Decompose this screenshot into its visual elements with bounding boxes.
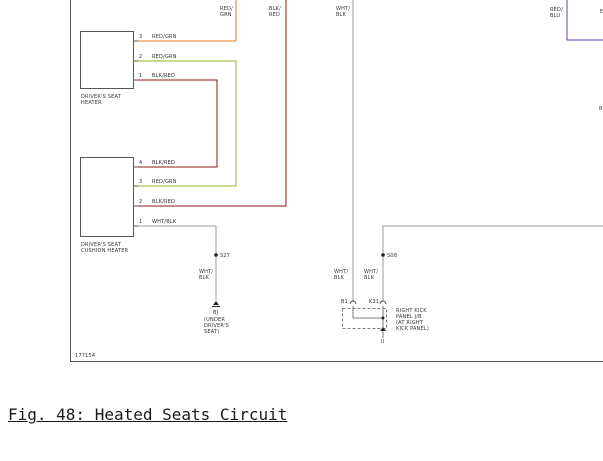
label-top-red-blu: RED/BLU xyxy=(550,7,563,19)
kick-panel-pin-left: B1 xyxy=(341,299,348,305)
ground-bj-id: BJ xyxy=(213,310,218,316)
kick-panel-pin-right: K31 xyxy=(369,299,379,305)
cushion-pin-3-num: 3 xyxy=(139,179,142,185)
wire-blk-red-top xyxy=(137,0,287,207)
splice-s27-label: S27 xyxy=(220,253,230,259)
wire-red-grn-loop xyxy=(137,60,237,187)
heater-pin-1-wire: BLK/RED xyxy=(152,73,175,79)
cushion-pin-1-wire: WHT/BLK xyxy=(152,219,177,225)
cushion-pin-2-num: 2 xyxy=(139,199,142,205)
wire-red-blu-top xyxy=(566,0,603,41)
label-edge-b: B xyxy=(599,106,603,112)
wire-wht-blk-right xyxy=(382,225,603,301)
cushion-pin-4-wire: BLK/RED xyxy=(152,160,175,166)
ground-bj-symbol xyxy=(212,301,220,307)
splice-s08-dot xyxy=(381,253,385,257)
label-top-wht-blk: WHT/BLK xyxy=(336,6,350,18)
driver-seat-heater-box xyxy=(80,31,134,89)
heater-pin-2-wire: RED/GRN xyxy=(152,54,177,60)
wiring-diagram: RED/GRN BLK/RED WHT/BLK RED/BLU E B 3 RE… xyxy=(70,0,603,362)
cushion-pin-1-num: 1 xyxy=(139,219,142,225)
cushion-pin-4-num: 4 xyxy=(139,160,142,166)
wire-wht-blk-cushion xyxy=(137,225,217,300)
kick-panel-connector xyxy=(349,300,387,338)
heater-pin-1-num: 1 xyxy=(139,73,142,79)
splice-s27-dot xyxy=(214,253,218,257)
driver-seat-cushion-heater-box xyxy=(80,157,134,237)
heater-pin-3-num: 3 xyxy=(139,34,142,40)
label-edge-e: E xyxy=(600,9,603,15)
cushion-pin-3-wire: RED/GRN xyxy=(152,179,177,185)
cushion-pin-2-wire: BLK/RED xyxy=(152,199,175,205)
label-wht-blk-left: WHT/BLK xyxy=(199,269,213,281)
label-top-blk-red: BLK/RED xyxy=(269,6,281,18)
kick-panel-bottom: II xyxy=(381,339,384,345)
label-wht-blk-mid1: WHT/BLK xyxy=(334,269,348,281)
figure-id: 177154 xyxy=(75,353,95,359)
heater-pin-3-wire: RED/GRN xyxy=(152,34,177,40)
kick-panel-jb-box xyxy=(342,308,387,329)
label-top-red-grn: RED/GRN xyxy=(220,6,233,18)
schematic-frame: RED/GRN BLK/RED WHT/BLK RED/BLU E B 3 RE… xyxy=(70,0,603,362)
wire-blk-red-loop xyxy=(137,79,218,168)
figure-caption: Fig. 48: Heated Seats Circuit xyxy=(8,405,288,424)
wire-red-grn-top xyxy=(137,0,237,42)
splice-s08-label: S08 xyxy=(387,253,397,259)
label-wht-blk-mid2: WHT/BLK xyxy=(364,269,378,281)
heater-pin-2-num: 2 xyxy=(139,54,142,60)
